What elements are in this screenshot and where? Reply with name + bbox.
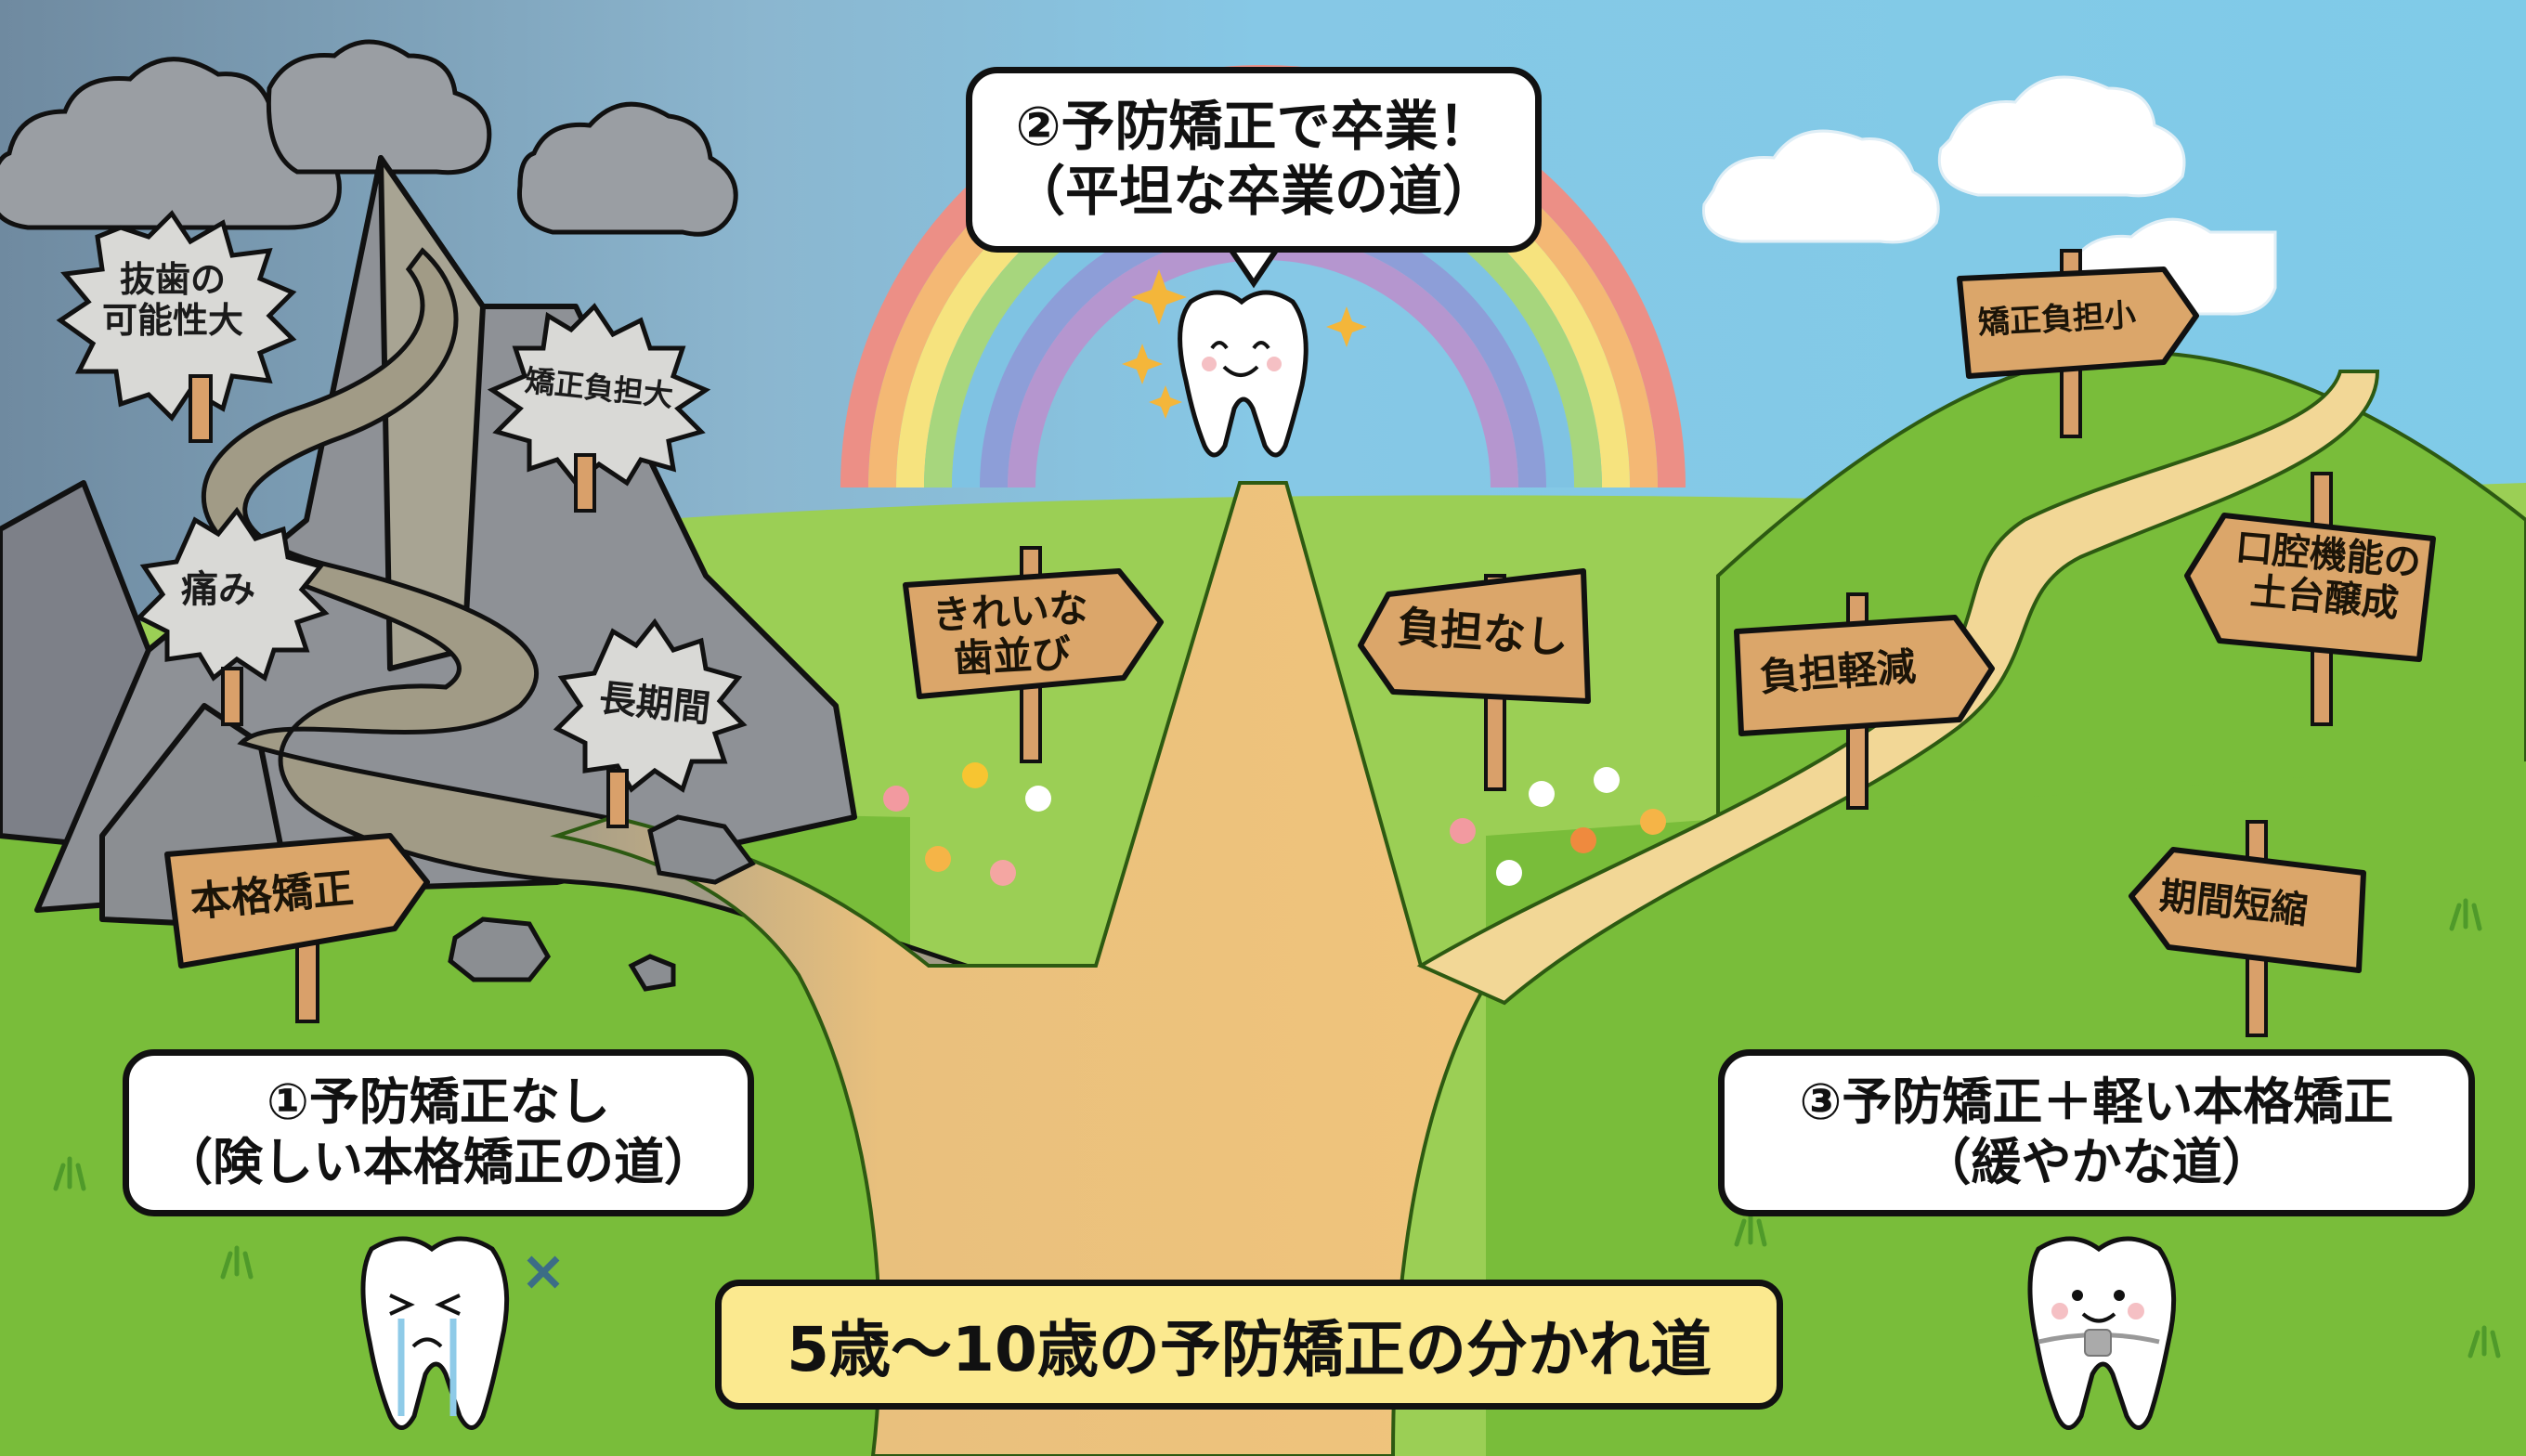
burst-label-extraction-risk: 抜歯の 可能性大 bbox=[102, 259, 244, 341]
x-mark-icon bbox=[527, 1255, 560, 1289]
crying-tooth bbox=[360, 1236, 560, 1430]
callout-path-1-line1: ①予防矯正なし bbox=[267, 1072, 610, 1132]
burst-label-pain: 痛み bbox=[181, 568, 255, 611]
callout-path-3: ③予防矯正＋軽い本格矯正 （緩やかな道） bbox=[1718, 1049, 2475, 1216]
page-title: 5歳〜10歳の予防矯正の分かれ道 bbox=[715, 1280, 1783, 1410]
boulders bbox=[448, 814, 756, 992]
sign-beautiful-teeth: きれいな 歯並び bbox=[931, 584, 1089, 682]
page-title-text: 5歳〜10歳の予防矯正の分かれ道 bbox=[787, 1314, 1712, 1385]
callout-path-2-line2: （平坦な卒業の道） bbox=[1010, 160, 1496, 223]
flowers bbox=[883, 762, 1666, 886]
callout-path-3-line1: ③予防矯正＋軽い本格矯正 bbox=[1799, 1072, 2394, 1132]
sign-oral-function-foundation: 口腔機能の 土台醸成 bbox=[2233, 526, 2423, 626]
callout-path-1: ①予防矯正なし （険しい本格矯正の道） bbox=[123, 1049, 754, 1216]
callout-path-2: ②予防矯正で卒業！ （平坦な卒業の道） bbox=[966, 67, 1542, 253]
callout-path-1-line2: （険しい本格矯正の道） bbox=[163, 1133, 714, 1191]
smiling-tooth-with-braces bbox=[2027, 1236, 2177, 1430]
happy-sparkling-tooth bbox=[1122, 269, 1367, 458]
wood-signs bbox=[164, 266, 2436, 973]
grass-tufts bbox=[53, 898, 2501, 1358]
storm-clouds bbox=[0, 39, 738, 237]
callout-path-3-line2: （緩やかな道） bbox=[1921, 1133, 2272, 1191]
burst-signs bbox=[56, 210, 748, 793]
callout-path-2-line1: ②予防矯正で卒業！ bbox=[1015, 95, 1492, 159]
